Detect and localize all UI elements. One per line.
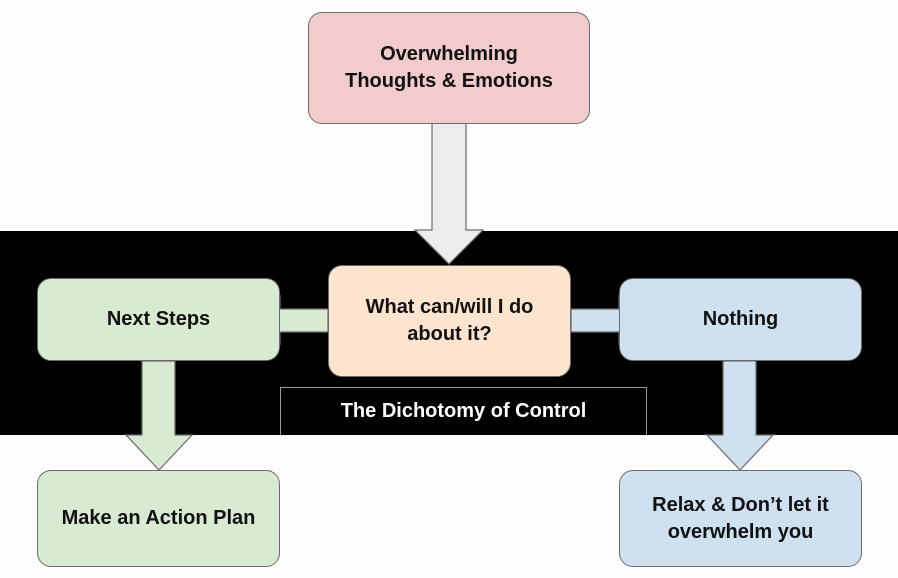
arrow-right-to-bottom-right <box>705 360 775 471</box>
node-make-action-plan: Make an Action Plan <box>37 470 280 567</box>
arrow-top-to-center <box>413 122 485 265</box>
node-what-can-i-do: What can/will I do about it? <box>328 265 571 377</box>
node-overwhelming-thoughts: Overwhelming Thoughts & Emotions <box>308 12 590 124</box>
arrow-left-to-bottom-left <box>124 360 194 471</box>
diagram-title: The Dichotomy of Control <box>280 387 647 435</box>
node-relax: Relax & Don’t let it overwhelm you <box>619 470 862 567</box>
node-nothing: Nothing <box>619 278 862 361</box>
node-next-steps: Next Steps <box>37 278 280 361</box>
